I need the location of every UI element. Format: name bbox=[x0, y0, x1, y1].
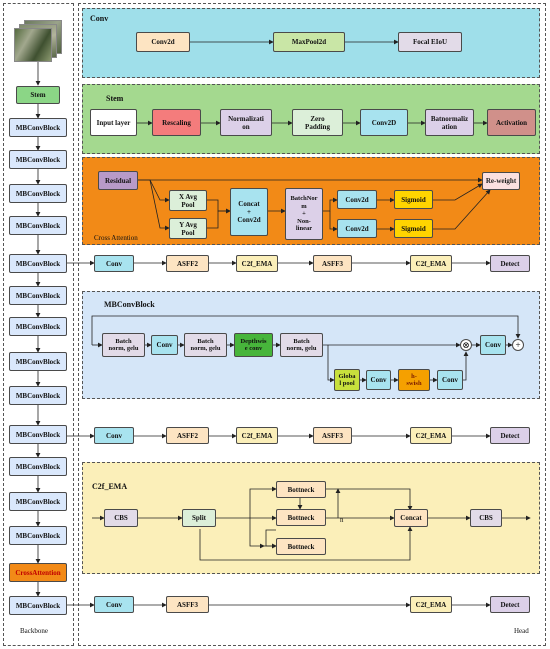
backbone-mbconv-9: MBConvBlock bbox=[9, 386, 67, 405]
c2f-ema-panel-title: C2f_EMA bbox=[92, 482, 128, 491]
backbone-cross-attention: CrossAttention bbox=[9, 563, 67, 582]
backbone-mbconv-1: MBConvBlock bbox=[9, 118, 67, 137]
stem-node-activation: Activation bbox=[487, 109, 536, 136]
backbone-mbconv-last: MBConvBlock bbox=[9, 596, 67, 615]
backbone-mbconv-11: MBConvBlock bbox=[9, 457, 67, 476]
cross-node-x-avg-pool: X Avg Pool bbox=[169, 190, 207, 211]
cross-node-sigmoid-bottom: Sigmoid bbox=[394, 219, 433, 238]
backbone-mbconv-5: MBConvBlock bbox=[9, 254, 67, 273]
cross-node-conv2d-bottom: Conv2d bbox=[337, 219, 377, 238]
c2f-node-concat: Concat bbox=[394, 509, 428, 527]
backbone-stem: Stem bbox=[16, 86, 60, 104]
head3-c2f-ema: C2f_EMA bbox=[410, 596, 452, 613]
backbone-mbconv-12: MBConvBlock bbox=[9, 492, 67, 511]
c2f-node-cbs-out: CBS bbox=[470, 509, 502, 527]
cross-node-conv2d-top: Conv2d bbox=[337, 190, 377, 209]
head2-conv: Conv bbox=[94, 427, 134, 444]
cross-node-reweight: Re-weight bbox=[482, 172, 520, 190]
backbone-mbconv-6: MBConvBlock bbox=[9, 286, 67, 305]
head1-c2f-ema-2: C2f_EMA bbox=[410, 255, 452, 272]
head3-asff3: ASFF3 bbox=[166, 596, 209, 613]
mb-node-conv-se-2: Conv bbox=[437, 370, 463, 390]
backbone-mbconv-3: MBConvBlock bbox=[9, 184, 67, 203]
stem-panel-title: Stem bbox=[106, 94, 124, 103]
cross-node-sigmoid-top: Sigmoid bbox=[394, 190, 433, 209]
head3-detect: Detect bbox=[490, 596, 530, 613]
cross-node-y-avg-pool: Y Avg Pool bbox=[169, 218, 207, 239]
conv-node-maxpool2d: MaxPool2d bbox=[273, 32, 345, 52]
mb-node-conv-1: Conv bbox=[151, 335, 178, 355]
backbone-mbconv-8: MBConvBlock bbox=[9, 352, 67, 371]
head-region bbox=[78, 3, 546, 646]
mb-node-h-swish: h- swish bbox=[398, 369, 430, 391]
head1-conv: Conv bbox=[94, 255, 134, 272]
backbone-mbconv-2: MBConvBlock bbox=[9, 150, 67, 169]
stem-node-input-layer: Input layer bbox=[90, 109, 137, 136]
head2-asff3: ASFF3 bbox=[313, 427, 352, 444]
conv-node-conv2d: Conv2d bbox=[136, 32, 190, 52]
mb-node-conv-se-1: Conv bbox=[366, 370, 391, 390]
conv-node-focal-eiou: Focal EIoU bbox=[398, 32, 462, 52]
stem-node-conv2d: Conv2D bbox=[360, 109, 408, 136]
head2-detect: Detect bbox=[490, 427, 530, 444]
head1-asff2: ASFF2 bbox=[166, 255, 209, 272]
mb-node-depthwise-conv: Depthwis e conv bbox=[234, 333, 273, 357]
head-label: Head bbox=[514, 627, 529, 635]
head2-asff2: ASFF2 bbox=[166, 427, 209, 444]
mb-add-icon: + bbox=[512, 339, 524, 351]
stem-node-batnormalization: Batnormaliz ation bbox=[425, 109, 474, 136]
head2-c2f-ema: C2f_EMA bbox=[236, 427, 278, 444]
c2f-node-bottleneck-3: Bottneck bbox=[276, 538, 326, 555]
c2f-n-label: n bbox=[340, 516, 344, 524]
c2f-node-cbs-in: CBS bbox=[104, 509, 138, 527]
cross-attention-panel-title: Cross Attention bbox=[94, 234, 138, 242]
backbone-mbconv-10: MBConvBlock bbox=[9, 425, 67, 444]
c2f-node-bottleneck-2: Bottneck bbox=[276, 509, 326, 526]
backbone-mbconv-13: MBConvBlock bbox=[9, 526, 67, 545]
head1-asff3: ASFF3 bbox=[313, 255, 352, 272]
input-image-stack bbox=[14, 20, 62, 62]
mbconv-panel-title: MBConvBlock bbox=[104, 300, 155, 309]
backbone-mbconv-7: MBConvBlock bbox=[9, 317, 67, 336]
cross-node-residual: Residual bbox=[98, 171, 138, 190]
mb-node-conv-out: Conv bbox=[480, 335, 506, 355]
head1-detect: Detect bbox=[490, 255, 530, 272]
backbone-mbconv-4: MBConvBlock bbox=[9, 216, 67, 235]
stem-node-normalization: Normalizati on bbox=[220, 109, 272, 136]
head3-conv: Conv bbox=[94, 596, 134, 613]
mb-node-global-pool: Globa l pool bbox=[334, 369, 360, 391]
stem-node-rescaling: Rescaling bbox=[152, 109, 201, 136]
mb-node-batchnorm-1: Batch norm, gelu bbox=[102, 333, 145, 357]
cross-node-concat-conv2d: Concat + Conv2d bbox=[230, 188, 268, 236]
mb-multiply-icon: ⊗ bbox=[460, 339, 472, 351]
mb-node-batchnorm-2: Batch norm, gelu bbox=[184, 333, 227, 357]
head2-c2f-ema-2: C2f_EMA bbox=[410, 427, 452, 444]
c2f-node-split: Split bbox=[182, 509, 216, 527]
c2f-node-bottleneck-1: Bottneck bbox=[276, 481, 326, 498]
stem-node-zero-padding: Zero Padding bbox=[292, 109, 343, 136]
backbone-region bbox=[3, 3, 74, 646]
cross-node-batchnorm-nonlinear: BatchNor m + Non- linear bbox=[285, 188, 323, 240]
backbone-label: Backbone bbox=[20, 627, 48, 635]
head1-c2f-ema: C2f_EMA bbox=[236, 255, 278, 272]
conv-panel-title: Conv bbox=[90, 14, 109, 23]
mb-node-batchnorm-3: Batch norm, gelu bbox=[280, 333, 323, 357]
